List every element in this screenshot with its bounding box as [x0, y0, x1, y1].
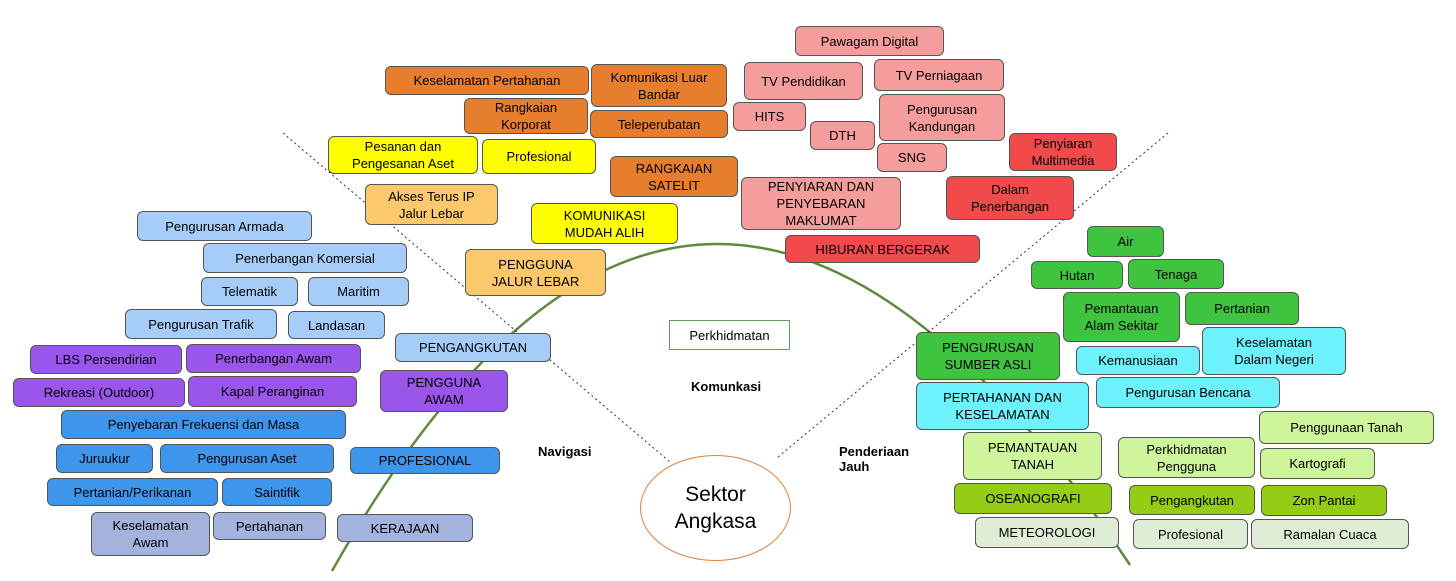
node-pengurusan-armada: Pengurusan Armada [137, 211, 312, 241]
node-air: Air [1087, 226, 1164, 257]
node-pengangkutan-navigasi: PENGANGKUTAN [395, 333, 551, 362]
node-rangkaian-korporat: Rangkaian Korporat [464, 98, 588, 134]
node-pemantauan-alam-sekitar: Pemantauan Alam Sekitar [1063, 292, 1180, 342]
node-pertanian: Pertanian [1185, 292, 1299, 325]
node-perkhidmatan-pengguna: Perkhidmatan Pengguna [1118, 437, 1255, 478]
node-zon-pantai: Zon Pantai [1261, 485, 1387, 516]
node-pemantauan-tanah: PEMANTAUAN TANAH [963, 432, 1102, 480]
node-komunikasi-luar-bandar: Komunikasi Luar Bandar [591, 64, 727, 107]
node-rekreasi-outdoor: Rekreasi (Outdoor) [13, 378, 185, 407]
node-sng: SNG [877, 143, 947, 172]
node-dth: DTH [810, 121, 875, 150]
node-hutan: Hutan [1031, 261, 1123, 289]
sector-label-komunikasi: Komunkasi [691, 379, 762, 394]
node-kapal-peranginan: Kapal Peranginan [188, 376, 357, 407]
sector-label-penderiaan-jauh: Penderiaan Jauh [839, 444, 910, 474]
node-akses-terus-ip: Akses Terus IP Jalur Lebar [365, 184, 498, 225]
node-penerbangan-komersial: Penerbangan Komersial [203, 243, 407, 273]
node-meteorologi: METEOROLOGI [975, 517, 1119, 548]
node-tv-perniagaan: TV Perniagaan [874, 59, 1004, 91]
node-pertanian-perikanan: Pertanian/Perikanan [47, 478, 218, 506]
node-tv-pendidikan: TV Pendidikan [744, 62, 863, 100]
node-penggunaan-tanah: Penggunaan Tanah [1259, 411, 1434, 444]
node-pengurusan-sumber-asli: PENGURUSAN SUMBER ASLI [916, 332, 1060, 380]
node-teleperubatan: Teleperubatan [590, 110, 728, 138]
node-pengguna-jalur-lebar: PENGGUNA JALUR LEBAR [465, 249, 606, 296]
node-oseanografi: OSEANOGRAFI [954, 483, 1112, 514]
node-profesional-navigasi: PROFESIONAL [350, 447, 500, 474]
node-lbs-persendirian: LBS Persendirian [30, 345, 182, 374]
node-kartografi: Kartografi [1260, 448, 1375, 479]
node-juruukur: Juruukur [56, 444, 153, 473]
node-kerajaan: KERAJAAN [337, 514, 473, 542]
node-keselamatan-dalam-negeri: Keselamatan Dalam Negeri [1202, 327, 1346, 375]
node-keselamatan-pertahanan: Keselamatan Pertahanan [385, 66, 589, 95]
node-pawagam-digital: Pawagam Digital [795, 26, 944, 56]
node-dalam-penerbangan: Dalam Penerbangan [946, 176, 1074, 220]
node-landasan: Landasan [288, 311, 385, 339]
node-hiburan-bergerak: HIBURAN BERGERAK [785, 235, 980, 263]
sector-label-navigasi: Navigasi [538, 444, 592, 459]
node-komunikasi-mudah-alih: KOMUNIKASI MUDAH ALIH [531, 203, 678, 244]
node-pengurusan-kandungan: Pengurusan Kandungan [879, 94, 1005, 141]
node-pertahanan-keselamatan: PERTAHANAN DAN KESELAMATAN [916, 382, 1089, 430]
node-rangkaian-satelit: RANGKAIAN SATELIT [610, 156, 738, 197]
services-label: Perkhidmatan [669, 320, 790, 350]
node-penyiaran-multimedia: Penyiaran Multimedia [1009, 133, 1117, 171]
node-hits: HITS [733, 102, 806, 131]
node-pertahanan: Pertahanan [213, 512, 326, 540]
node-kemanusiaan: Kemanusiaan [1076, 346, 1200, 375]
node-profesional-komunikasi: Profesional [482, 139, 596, 174]
node-pengurusan-bencana: Pengurusan Bencana [1096, 377, 1280, 408]
node-pengurusan-aset: Pengurusan Aset [160, 444, 334, 473]
node-tenaga: Tenaga [1128, 259, 1224, 289]
node-pesanan-pengesanan-aset: Pesanan dan Pengesanan Aset [328, 136, 478, 174]
center-hub-sektor-angkasa: Sektor Angkasa [640, 455, 791, 561]
node-telematik: Telematik [201, 277, 298, 306]
node-penerbangan-awam: Penerbangan Awam [186, 344, 361, 373]
node-penyiaran-penyebaran-maklumat: PENYIARAN DAN PENYEBARAN MAKLUMAT [741, 177, 901, 230]
node-pengurusan-trafik: Pengurusan Trafik [125, 309, 277, 339]
node-keselamatan-awam: Keselamatan Awam [91, 512, 210, 556]
node-profesional-penderiaan: Profesional [1133, 519, 1248, 549]
node-ramalan-cuaca: Ramalan Cuaca [1251, 519, 1409, 549]
node-penyebaran-frekuensi: Penyebaran Frekuensi dan Masa [61, 410, 346, 439]
node-pengangkutan-penderiaan: Pengangkutan [1129, 485, 1255, 515]
node-pengguna-awam: PENGGUNA AWAM [380, 370, 508, 412]
node-saintifik: Saintifik [222, 478, 332, 506]
node-maritim: Maritim [308, 277, 409, 306]
